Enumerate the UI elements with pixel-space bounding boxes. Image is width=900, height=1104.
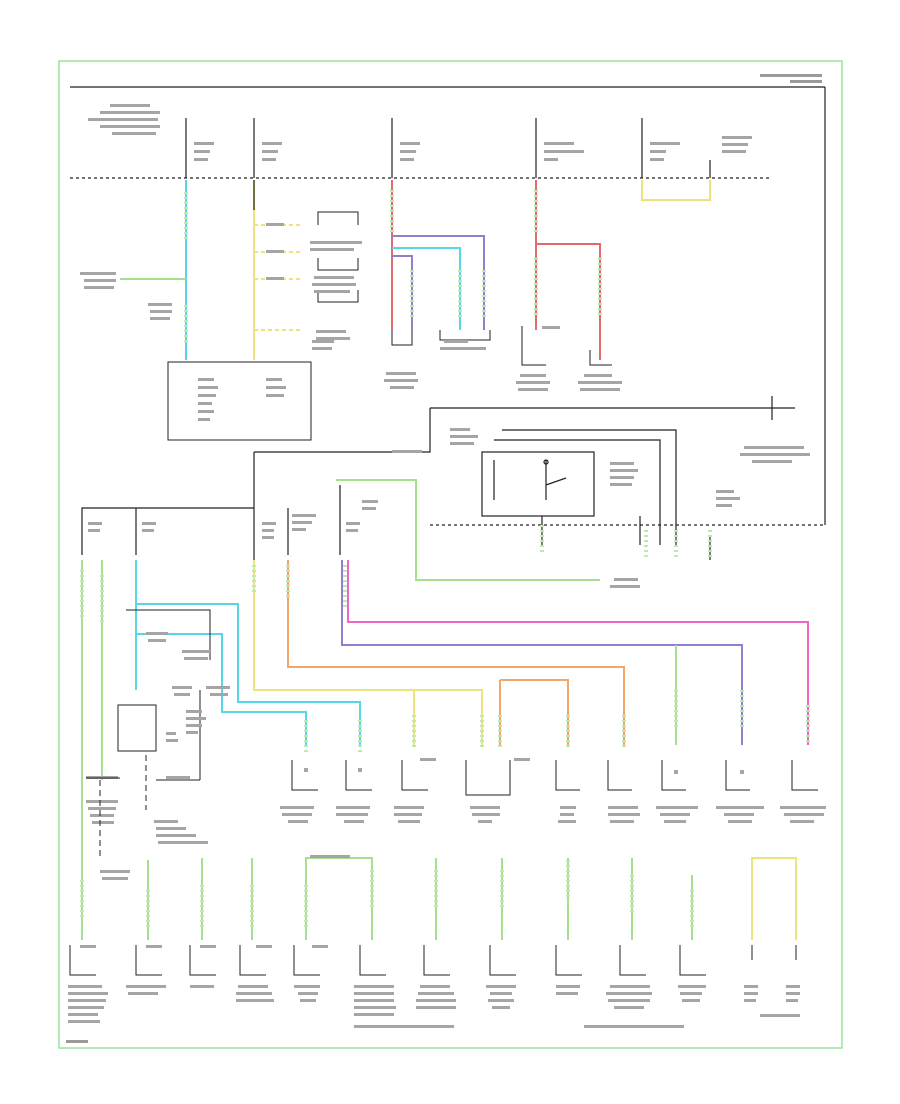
- wire-pink: [341, 560, 809, 745]
- wire-column-4: [534, 180, 602, 360]
- left-relay-cluster: [117, 609, 211, 810]
- top-right-heading: [760, 74, 822, 83]
- top-bus: [70, 86, 826, 525]
- junction-box-left-labels: [198, 340, 334, 421]
- top-left-label: [88, 104, 160, 135]
- top-fuse-taps: [185, 118, 711, 178]
- column-3-connectors: [391, 330, 491, 346]
- wire-orange: [286, 560, 625, 745]
- middle-row-labels: [280, 758, 826, 823]
- relay-assembly: [481, 429, 711, 560]
- column-4-labels: [516, 326, 622, 391]
- column-2-labels: [266, 223, 362, 340]
- middle-row-connectors: [304, 690, 810, 755]
- wire-relay-green: [336, 479, 600, 581]
- relay-connectors: [540, 525, 712, 560]
- splice-label-1: [80, 272, 172, 320]
- wire-column-5: [641, 180, 711, 201]
- bottom-left-code: [66, 1040, 88, 1043]
- left-dashed: [86, 777, 120, 860]
- bottom-row-components: [69, 945, 797, 976]
- column-3-labels: [384, 340, 486, 389]
- tap-labels: [194, 136, 752, 161]
- junction-box-left: [167, 361, 312, 441]
- wire-column-3: [390, 180, 486, 330]
- wire-left-columns: [80, 560, 361, 860]
- middle-row-components: [291, 760, 818, 796]
- column-2-component: [317, 211, 359, 303]
- right-labels: [392, 428, 810, 588]
- column-4-components: [521, 326, 612, 366]
- bottom-row-labels: [68, 855, 800, 1028]
- bottom-row-wires: [81, 857, 797, 940]
- mid-fuse-labels: [88, 500, 378, 539]
- left-cluster-labels: [86, 632, 230, 880]
- wire-column-2: [253, 180, 300, 360]
- wire-column-1: [120, 180, 188, 360]
- mid-fuse-taps: [81, 500, 341, 555]
- bottom-row-connectors: [80, 860, 694, 930]
- diagram-frame: [58, 60, 843, 1049]
